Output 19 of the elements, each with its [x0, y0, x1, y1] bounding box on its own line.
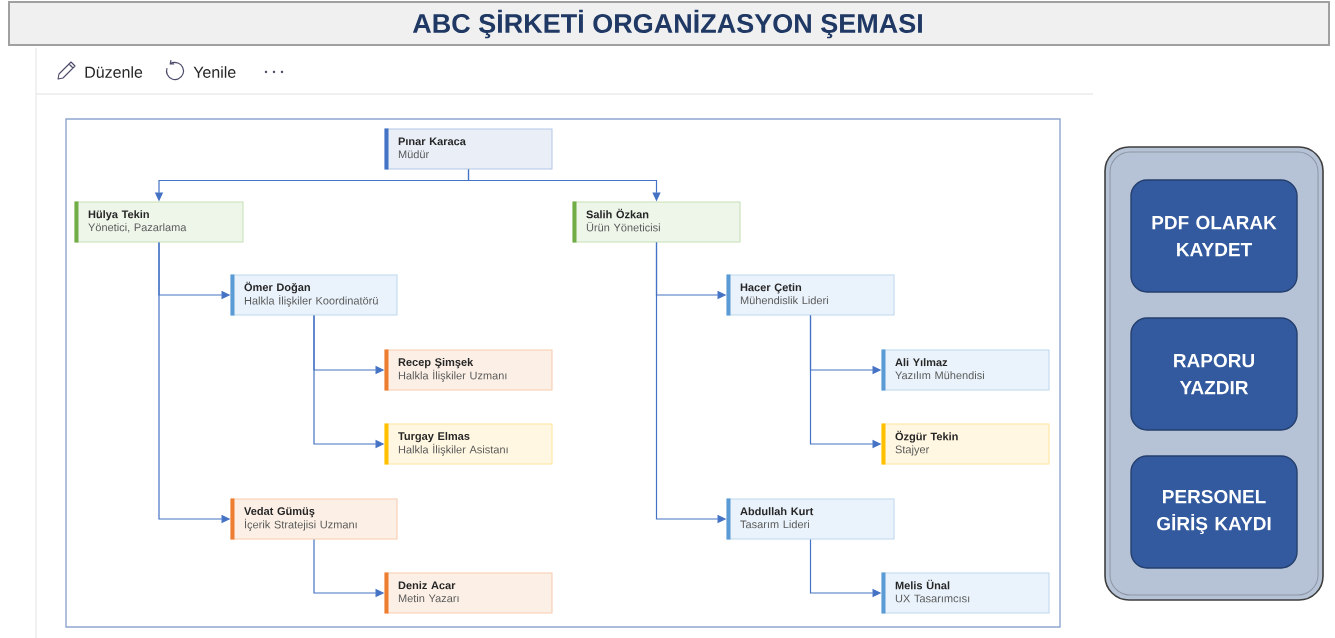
- action-button: PDF OLARAK KAYDET: [1130, 179, 1298, 293]
- person-card: Hülya Tekin Yönetici, Pazarlama: [74, 201, 244, 243]
- person-card: Ali Yılmaz Yazılım Mühendisi: [881, 349, 1050, 391]
- person-card: Pınar Karaca Müdür: [384, 128, 553, 170]
- person-card: Recep Şimşek Halkla İlişkiler Uzmanı: [384, 349, 553, 391]
- person-card: Vedat Gümüş İçerik Stratejisi Uzmanı: [230, 498, 398, 540]
- person-card: Salih Özkan Ürün Yöneticisi: [572, 201, 741, 243]
- person-card: Özgür Tekin Stajyer: [881, 423, 1050, 465]
- person-card: Deniz Acar Metin Yazarı: [384, 572, 553, 614]
- toolbar-label: Düzenle: [85, 66, 143, 78]
- action-button: PERSONEL GİRİŞ KAYDI: [1130, 455, 1298, 569]
- person-card: Hacer Çetin Mühendislik Lideri: [726, 274, 895, 316]
- person-card: Turgay Elmas Halkla İlişkiler Asistanı: [384, 423, 553, 465]
- action-button: RAPORU YAZDIR: [1130, 317, 1298, 431]
- toolbar-label: Yenile: [193, 66, 236, 78]
- person-card: Abdullah Kurt Tasarım Lideri: [726, 498, 895, 540]
- person-card: Melis Ünal UX Tasarımcısı: [881, 572, 1050, 614]
- title-bar: ABC ŞİRKETİ ORGANİZASYON ŞEMASI: [8, 1, 1330, 46]
- person-card: Ömer Doğan Halkla İlişkiler Koordinatörü: [230, 274, 398, 316]
